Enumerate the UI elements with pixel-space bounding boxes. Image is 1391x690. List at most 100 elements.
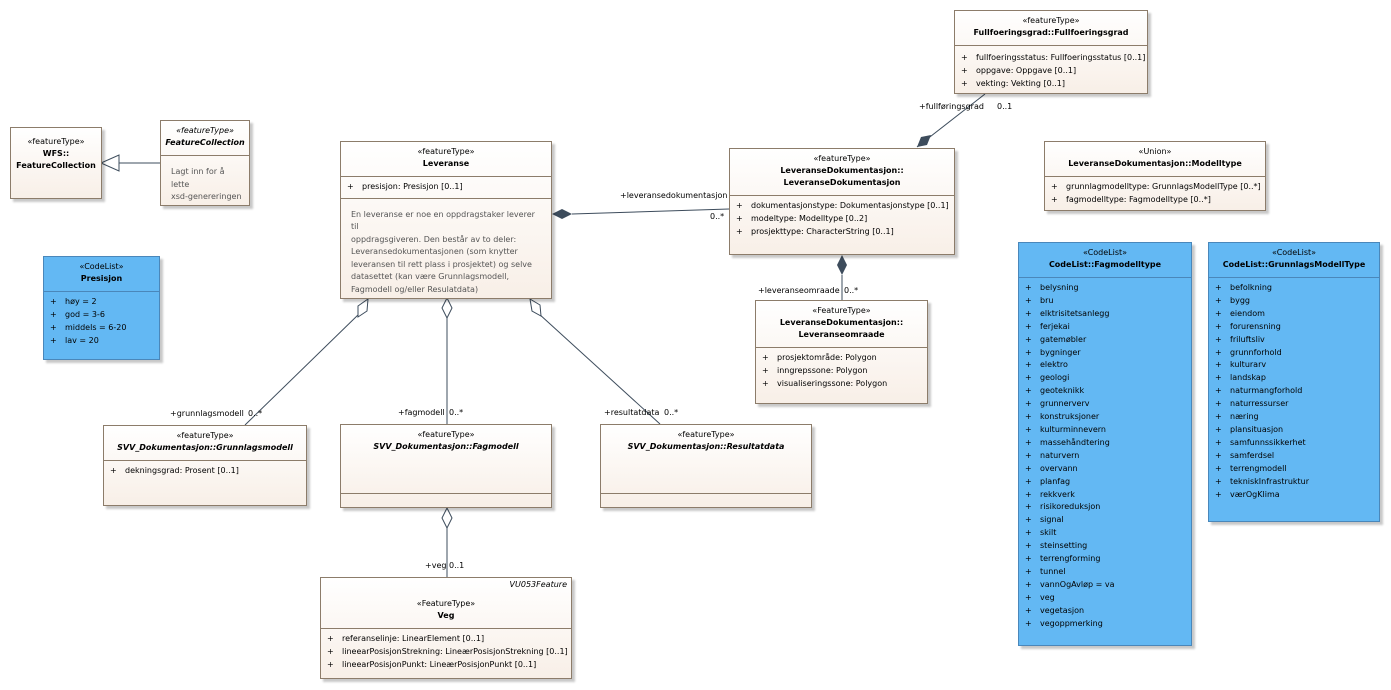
codelist-value: +eiendom [1215,308,1265,318]
attribute-row: +vekting: Vekting [0..1] [961,78,1065,88]
codelist-value: +massehåndtering [1025,437,1110,447]
class-grunnlagsmodell[interactable]: «featureType» SVV_Dokumentasjon::Grunnla… [103,425,307,506]
association-leveransedokumentasjon-line [571,208,730,215]
codelist-value: +vannOgAvløp = va [1025,579,1115,589]
class-modelltype[interactable]: «Union» LeveranseDokumentasjon::Modellty… [1044,141,1266,211]
codelist-value: +kulturminnevern [1025,424,1106,434]
generalization-arrowhead [99,154,120,172]
codelist-value: +risikoreduksjon [1025,502,1101,512]
class-name: CodeList::Fagmodelltype [1048,260,1162,269]
codelist-value: +værOgKlima [1215,489,1280,499]
class-resultatdata[interactable]: «featureType» SVV_Dokumentasjon::Resulta… [600,424,812,508]
codelist-value: +terrengmodell [1215,463,1287,473]
class-fagmodelltype[interactable]: «CodeList» CodeList::Fagmodelltype +bely… [1018,242,1192,646]
role-label-leveranseomraade: +leveranseomraade [758,286,840,295]
stereotype-label: «featureType» [1022,16,1080,25]
attribute-list: +referanselinje: LinearElement [0..1] +l… [321,628,571,676]
composition-diamond [837,255,847,275]
class-fagmodell[interactable]: «featureType» SVV_Dokumentasjon::Fagmode… [340,424,552,508]
composition-diamond [552,209,572,219]
aggregation-diamond [357,297,369,318]
multiplicity-leveransedokumentasjon: 0..* [710,212,725,221]
class-note: En leveranse er noe en oppdragstaker lev… [341,197,551,301]
codelist-value: +bru [1025,295,1054,305]
stereotype-label: «CodeList» [1271,248,1317,257]
codelist-value: +naturvern [1025,450,1080,460]
class-leveransedokumentasjon[interactable]: «featureType» LeveranseDokumentasjon:: L… [729,148,955,255]
attribute-row: +dokumentasjonstype: Dokumentasjonstype … [736,201,949,210]
attribute-row: +prosjekttype: CharacterString [0..1] [736,226,894,236]
attribute-list: +høy = 2 +god = 3-6 +middels = 6-20 +lav… [44,291,159,352]
class-veg[interactable]: VU053Feature «FeatureType» Veg +referans… [320,577,572,679]
attribute-row: +visualiseringssone: Polygon [762,378,888,388]
class-name: SVV_Dokumentasjon::Resultatdata [627,442,785,451]
multiplicity-resultatdata: 0..* [664,408,679,417]
multiplicity-veg: 0..1 [449,561,465,570]
class-leveranseomraade[interactable]: «FeatureType» LeveranseDokumentasjon:: L… [755,300,928,404]
codelist-value: +kulturarv [1215,360,1267,370]
codelist-value: +næring [1215,412,1259,422]
attribute-list: +presisjon: Presisjon [0..1] [341,176,551,198]
class-name-line2: Leveranseomraade [798,330,885,339]
codelist-value: +samferdsel [1215,450,1275,460]
class-presisjon[interactable]: «CodeList» Presisjon +høy = 2 +god = 3-6… [43,256,160,360]
codelist-value: +konstruksjoner [1025,412,1100,422]
association-resultatdata-line [537,312,661,425]
class-name: Veg [437,611,455,620]
aggregation-diamond [441,506,453,530]
stereotype-label: «featureType» [176,431,234,440]
codelist-value: +grunnforhold [1215,347,1282,357]
class-wfs-featurecollection[interactable]: «featureType» WFS:: FeatureCollection [10,127,102,199]
class-name-line2: FeatureCollection [16,161,96,170]
class-fullfoeringsgrad[interactable]: «featureType» Fullfoeringsgrad::Fullfoer… [954,10,1148,94]
codelist-value: +bygg [1215,295,1250,305]
class-featurecollection[interactable]: «featureType» FeatureCollection Lagt inn… [160,120,250,206]
codelist-value: +elktrisitetsanlegg [1025,308,1110,318]
class-name: CodeList::GrunnlagsModellType [1222,260,1366,269]
class-name: Presisjon [80,274,123,283]
attribute-row: +god = 3-6 [50,309,105,319]
codelist-value: +rekkverk [1025,489,1075,499]
codelist-value: +tunnel [1025,566,1066,576]
codelist-value: +elektro [1025,360,1068,370]
attribute-list: +befolkning+bygg+eiendom+forurensning+fr… [1209,277,1379,505]
class-name-line1: LeveranseDokumentasjon:: [780,166,904,175]
class-name-line2: LeveranseDokumentasjon [783,178,901,187]
stereotype-label: «CodeList» [1082,248,1128,257]
codelist-value: +belysning [1025,283,1079,292]
stereotype-label: «featureType» [677,430,735,439]
class-note: Lagt inn for å lette xsd-genereringen [161,155,249,208]
codelist-value: +befolkning [1215,283,1273,292]
attribute-row: +referanselinje: LinearElement [0..1] [327,634,485,643]
codelist-value: +geologi [1025,373,1070,383]
composition-diamond [917,135,931,147]
attribute-list: +dekningsgrad: Prosent [0..1] [104,460,306,482]
class-name: LeveranseDokumentasjon::Modelltype [1068,159,1242,168]
multiplicity-fullforingsgrad: 0..1 [997,102,1013,111]
aggregation-diamond [441,296,453,320]
codelist-value: +planfag [1025,476,1071,486]
codelist-value: +steinsetting [1025,541,1088,551]
attribute-row: +lineearPosisjonPunkt: LineærPosisjonPun… [327,659,537,669]
stereotype-label: «featureType» [813,154,871,163]
role-label-grunnlagsmodell: +grunnlagsmodell [170,409,244,418]
attribute-row: +dekningsgrad: Prosent [0..1] [110,466,239,475]
class-name-line1: WFS:: [42,149,70,158]
codelist-value: +plansituasjon [1215,424,1284,434]
codelist-value: +tekniskInfrastruktur [1215,476,1310,486]
attribute-row: +prosjektområde: Polygon [762,353,877,362]
attribute-row: +grunnlagmodelltype: GrunnlagsModellType… [1051,182,1261,191]
role-label-fagmodell: +fagmodell [398,408,445,417]
stereotype-label: «featureType» [27,137,85,146]
class-name-line1: LeveranseDokumentasjon:: [779,318,904,327]
attribute-row: +modeltype: Modelltype [0..2] [736,213,868,223]
class-leveranse[interactable]: «featureType» Leveranse +presisjon: Pres… [340,141,552,299]
attribute-row: +inngrepssone: Polygon [762,365,868,375]
class-grunnlagsmodelltype[interactable]: «CodeList» CodeList::GrunnlagsModellType… [1208,242,1380,522]
attribute-list: +dokumentasjonstype: Dokumentasjonstype … [730,195,954,243]
association-grunnlagsmodell-line [244,312,361,426]
class-name: Leveranse [422,159,470,168]
codelist-value: +friluftsliv [1215,334,1265,344]
role-label-fullforingsgrad: +fullføringsgrad [919,102,984,111]
